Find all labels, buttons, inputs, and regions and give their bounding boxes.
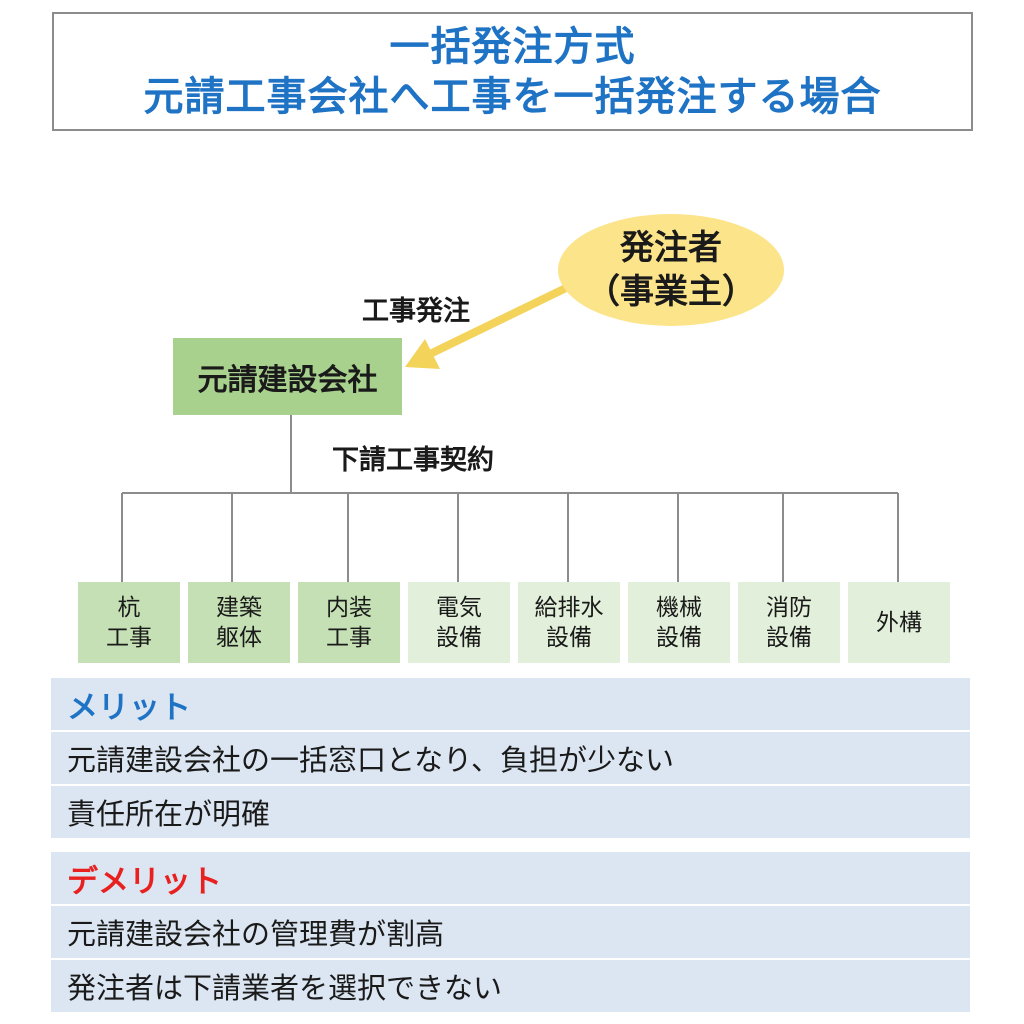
merit-item: 責任所在が明確 [51,786,970,838]
subcontractor-line1: 電気 [436,594,482,621]
subcontractor-line1: 外構 [876,609,922,636]
demerit-item: 発注者は下請業者を選択できない [51,960,970,1012]
subcontractor-node: 給排水 設備 [518,582,620,663]
subcontractor-node: 内装 工事 [298,582,400,663]
subcontractor-line2: 工事 [106,624,152,651]
merits-heading: メリット [51,678,970,730]
order-label: 工事発注 [362,296,470,327]
order-arrow [405,283,572,369]
subcontractor-line1: 内装 [326,594,372,621]
subcontractor-line1: 給排水 [534,594,604,621]
title-box: 一括発注方式 元請工事会社へ工事を一括発注する場合 [52,12,973,131]
subcontractor-line1: 杭 [117,594,141,621]
owner-node: 発注者 （事業主） [558,214,784,326]
demerit-item: 元請建設会社の管理費が割高 [51,906,970,958]
subcontractor-line2: 設備 [436,624,482,651]
subcontractor-node: 消防 設備 [738,582,840,663]
owner-sublabel: （事業主） [586,272,756,312]
order-arrow-shaft [428,283,572,357]
demerits-section: デメリット 元請建設会社の管理費が割高 発注者は下請業者を選択できない [51,852,970,1014]
subcontractor-line1: 機械 [656,594,702,621]
owner-label: 発注者 [620,228,722,268]
order-arrow-head [405,339,440,369]
merits-section: メリット 元請建設会社の一括窓口となり、負担が少ない 責任所在が明確 [51,678,970,840]
subcontractor-line2: 躯体 [216,624,262,651]
subcontractor-node: 建築 躯体 [188,582,290,663]
subcontractor-node: 外構 [848,582,950,663]
subcontractor-line2: 設備 [546,624,592,651]
subcontractor-line2: 工事 [326,624,372,651]
subcontractor-line1: 建築 [216,594,262,621]
tree-lines [121,415,899,582]
subcontractor-line2: 設備 [656,624,702,651]
subcontractor-node: 機械 設備 [628,582,730,663]
title-main: 一括発注方式 [389,23,636,70]
subcontractor-line1: 消防 [766,594,812,621]
subcontractor-node: 杭 工事 [78,582,180,663]
merit-item: 元請建設会社の一括窓口となり、負担が少ない [51,732,970,784]
demerits-heading: デメリット [51,852,970,904]
subcontractor-line2: 設備 [766,624,812,651]
main-contractor-node: 元請建設会社 [173,338,402,415]
subcontract-label: 下請工事契約 [332,445,494,476]
title-sub: 元請工事会社へ工事を一括発注する場合 [143,73,882,120]
subcontractor-node: 電気 設備 [408,582,510,663]
